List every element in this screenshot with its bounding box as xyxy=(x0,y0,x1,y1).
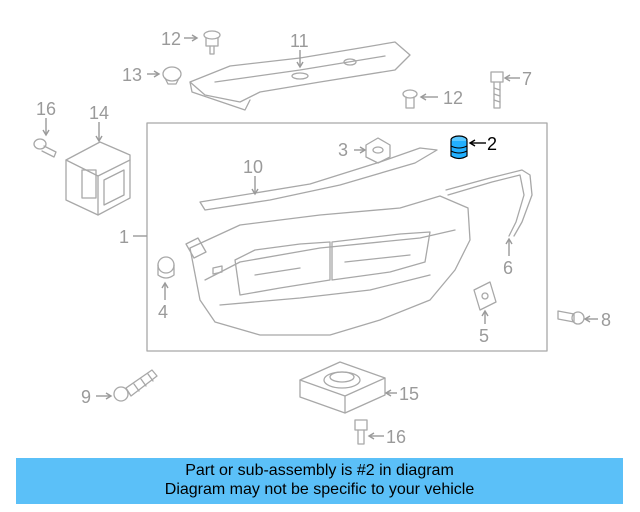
callout-7: 7 xyxy=(522,69,532,89)
part-12-bolt-upper xyxy=(203,30,221,55)
callout-13: 13 xyxy=(122,65,142,85)
callout-12-right: 12 xyxy=(443,88,463,108)
callout-1: 1 xyxy=(119,227,129,247)
part-4-cap xyxy=(157,256,175,279)
part-14-module xyxy=(65,141,131,216)
callout-16-bottom: 16 xyxy=(386,427,406,447)
part-16-bolt-upper xyxy=(33,138,57,158)
callout-11: 11 xyxy=(290,31,309,51)
part-13-cap xyxy=(162,66,182,85)
banner-line-2: Diagram may not be specific to your vehi… xyxy=(164,481,475,498)
part-16-bolt-lower xyxy=(354,419,368,445)
callout-15: 15 xyxy=(399,384,419,404)
info-banner: Part or sub-assembly is #2 in diagram Di… xyxy=(16,458,623,504)
headlamp-assembly-box xyxy=(146,122,548,352)
parts-diagram: 12 13 11 12 7 16 14 3 2 10 1 6 4 5 8 9 1… xyxy=(33,29,611,447)
callout-14: 14 xyxy=(89,103,109,123)
callout-4: 4 xyxy=(158,302,168,322)
leader-lines xyxy=(42,34,598,440)
callout-5: 5 xyxy=(479,326,489,346)
part-5-bracket xyxy=(473,281,497,311)
banner-line-1: Part or sub-assembly is #2 in diagram xyxy=(185,462,454,479)
callout-2: 2 xyxy=(487,134,497,154)
part-12-bolt-lower xyxy=(402,89,418,109)
headlamp-body xyxy=(185,195,471,336)
part-3-clip xyxy=(365,137,391,164)
part-2-grommet xyxy=(450,135,468,160)
part-11-bracket xyxy=(189,41,411,111)
callout-8: 8 xyxy=(601,310,611,330)
part-10-trim-strip xyxy=(199,147,438,211)
callout-9: 9 xyxy=(81,387,91,407)
part-7-screw xyxy=(490,71,504,109)
callout-10: 10 xyxy=(243,157,263,177)
part-9-screw xyxy=(113,369,158,402)
callout-16-top: 16 xyxy=(36,99,56,119)
part-6-seal xyxy=(445,169,533,237)
part-8-screw xyxy=(557,310,585,325)
callout-12-top: 12 xyxy=(161,29,181,49)
callout-6: 6 xyxy=(503,258,513,278)
callout-3: 3 xyxy=(338,140,348,160)
part-15-module xyxy=(299,361,386,414)
